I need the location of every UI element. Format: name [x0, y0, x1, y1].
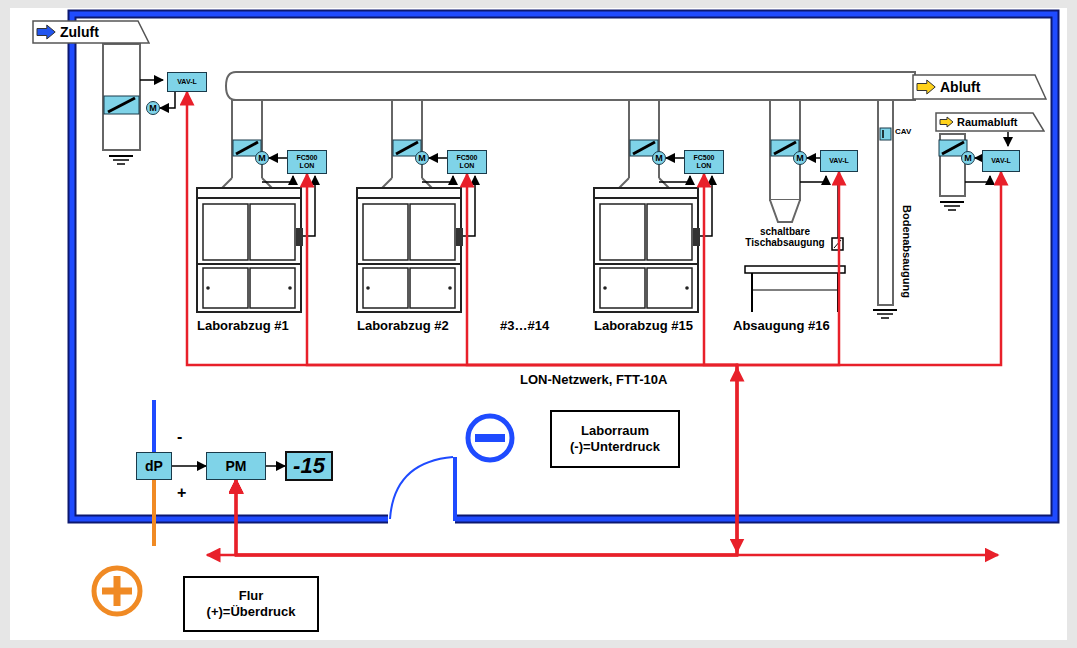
pressure-sensor: dP [136, 452, 172, 480]
vav-controller: VAV-L [167, 72, 207, 92]
lon-connector [236, 174, 737, 555]
node-text: Laborraum (-)=Unterdruck [560, 423, 670, 455]
control-connector [172, 465, 206, 467]
node-text: M [964, 153, 972, 163]
label-text: Laborabzug #1 [197, 318, 289, 333]
hood-controller: FC500 LON [447, 150, 487, 174]
node-text: Flur (+)=Überdruck [193, 588, 309, 620]
node-text: PM [226, 458, 247, 474]
label-text: Bodenabsaugung [901, 205, 913, 298]
node-text: FC500 LON [450, 154, 484, 170]
label-text: Laborabzug #2 [357, 318, 449, 333]
lon-connector [236, 172, 1001, 555]
node-text: Raumabluft [957, 116, 1018, 128]
room-exhaust-banner: Raumabluft [935, 112, 1045, 132]
node-text: VAV-L [991, 157, 1011, 165]
supply-air-banner: Zuluft [32, 20, 150, 44]
corridor-note: Flur (+)=Überdruck [183, 576, 319, 632]
node-text: FC500 LON [687, 154, 721, 170]
lon-connector [236, 172, 839, 555]
pressure-display: -15 [285, 451, 333, 481]
pressure-monitor: PM [206, 452, 266, 480]
control-connector [807, 157, 820, 159]
vav-controller: VAV-L [820, 150, 858, 172]
label-text: Laborabzug #15 [594, 318, 693, 333]
label-text: LON-Netzwerk, FTT-10A [520, 372, 667, 387]
node-text: VAV-L [177, 78, 197, 86]
label-text: schaltbare Tischabsaugung [738, 226, 832, 248]
control-connector [975, 157, 982, 159]
lon-connector [187, 92, 737, 555]
damper-motor: M [415, 151, 429, 165]
label-text: + [177, 484, 186, 502]
node-text: FC500 LON [290, 154, 324, 170]
node-text: Abluft [940, 79, 980, 95]
control-connector [266, 465, 285, 467]
control-connector [666, 157, 684, 159]
hood-controller: FC500 LON [287, 150, 327, 174]
room-note: Laborraum (-)=Unterdruck [550, 410, 680, 468]
control-connector [269, 157, 287, 159]
control-connector [160, 92, 175, 108]
damper-motor: M [652, 151, 666, 165]
vav-controller: VAV-L [982, 150, 1020, 172]
damper-motor: M [793, 151, 807, 165]
lon-connector [236, 174, 737, 555]
node-text: M [655, 153, 663, 163]
damper-motor: M [146, 101, 160, 115]
label-text: #3…#14 [500, 318, 549, 333]
damper-motor: M [255, 151, 269, 165]
node-text: M [149, 103, 157, 113]
node-text: Zuluft [60, 24, 99, 40]
label-text: - [177, 428, 182, 446]
node-text: dP [145, 458, 163, 474]
node-text: M [796, 153, 804, 163]
label-text: Absaugung #16 [733, 318, 830, 333]
node-text: VAV-L [829, 157, 849, 165]
control-connector [429, 157, 447, 159]
hood-controller: FC500 LON [684, 150, 724, 174]
damper-motor: M [961, 151, 975, 165]
lon-connector [236, 174, 737, 555]
node-text: -15 [293, 453, 325, 479]
node-text: M [258, 153, 266, 163]
node-text: M [418, 153, 426, 163]
exhaust-air-banner: Abluft [912, 74, 1047, 100]
label-text: CAV [895, 127, 911, 136]
